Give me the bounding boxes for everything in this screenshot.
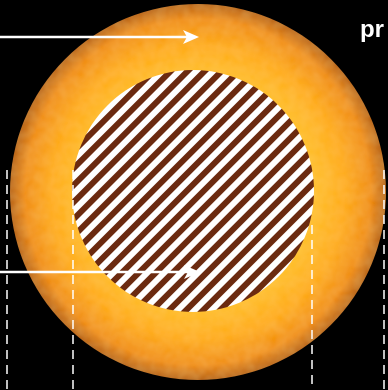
occulter-disk <box>72 70 314 312</box>
diagram-label: pr <box>360 16 384 43</box>
